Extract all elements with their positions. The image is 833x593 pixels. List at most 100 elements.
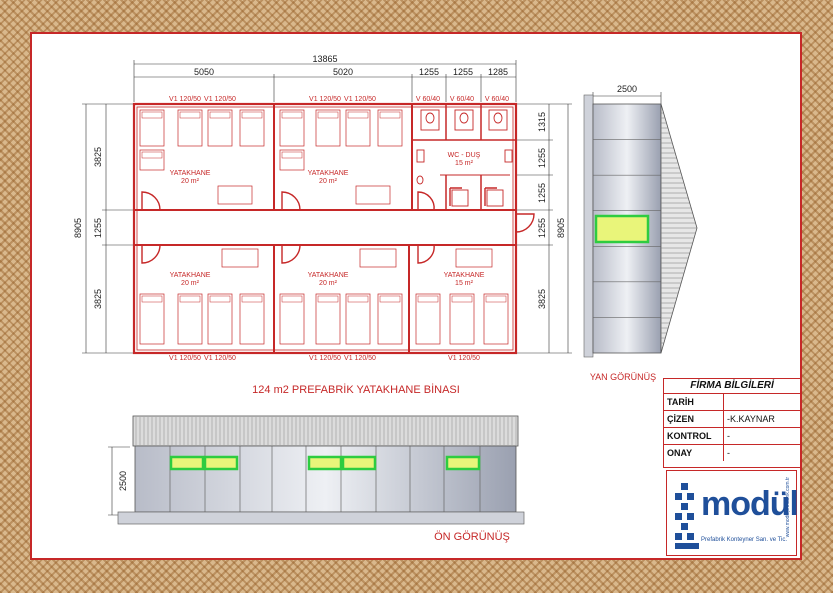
title-key: ONAY: [664, 445, 724, 461]
front-base: [117, 511, 525, 525]
front-view-label: ÖN GÖRÜNÜŞ: [434, 531, 510, 543]
wc-sink-1: [416, 149, 425, 163]
door-3: [417, 191, 435, 211]
title-value: [724, 394, 727, 410]
window-label: V1 120/50: [204, 355, 236, 362]
window-label: V1 120/50: [309, 96, 341, 103]
dim-right-3: 1255: [537, 183, 547, 203]
title-key: ÇİZEN: [664, 411, 724, 427]
room-2-area: 20 m²: [319, 178, 338, 185]
bed: [377, 109, 403, 147]
company-logo: modül Prefabrik Konteyner San. ve Tic. w…: [666, 470, 799, 556]
bed: [415, 293, 441, 345]
room-6-area: 15 m²: [455, 280, 474, 287]
window-label: V1 120/50: [309, 355, 341, 362]
dim-right-2: 1255: [537, 148, 547, 168]
title-key: KONTROL: [664, 428, 724, 444]
door-4: [141, 244, 161, 264]
title-value: -K.KAYNAR: [727, 414, 775, 424]
front-window: [445, 455, 481, 471]
bed: [345, 109, 371, 147]
dim-left-3: 3825: [93, 289, 103, 309]
locker: [455, 248, 493, 268]
front-view-dim: 2500: [118, 471, 128, 491]
window-label: V1 120/50: [169, 96, 201, 103]
title-block-header: FİRMA BİLGİLERİ: [664, 379, 800, 394]
bed: [279, 109, 305, 147]
room-1-area: 20 m²: [181, 178, 200, 185]
window-label: V1 120/50: [344, 355, 376, 362]
room-4-area: 20 m²: [181, 280, 200, 287]
title-row-date: TARİH: [664, 394, 800, 411]
drawing-title: 124 m2 PREFABRİK YATAKHANE BİNASI: [252, 383, 460, 396]
door-2: [281, 191, 301, 211]
plan-walls: [132, 102, 518, 355]
title-row-drawn: ÇİZEN -K.KAYNAR: [664, 411, 800, 428]
title-value: -: [727, 431, 730, 441]
bed: [377, 293, 403, 345]
wc-cubicle-1: [420, 109, 440, 131]
dim-right-1: 1315: [537, 112, 547, 132]
room-1-name: YATAKHANE: [170, 170, 211, 177]
top-dimensions: [133, 60, 517, 102]
title-value: -: [727, 448, 730, 458]
room-3-area: 15 m²: [455, 160, 474, 167]
window-label: V 60/40: [485, 96, 509, 103]
doors-layer: [141, 187, 535, 264]
front-window: [203, 455, 239, 471]
door-entrance: [515, 213, 535, 233]
room-5-area: 20 m²: [319, 280, 338, 287]
dim-top-3: 1255: [419, 67, 439, 77]
bed: [483, 293, 509, 345]
bed: [207, 293, 233, 345]
wc-fixtures: [416, 109, 513, 207]
bed: [139, 149, 165, 171]
bed: [239, 293, 265, 345]
right-dimensions: [516, 103, 572, 354]
front-window: [307, 455, 343, 471]
front-window: [169, 455, 205, 471]
wc-door-a: [449, 187, 462, 206]
wc-door-b: [484, 187, 497, 206]
room-4-name: YATAKHANE: [170, 272, 211, 279]
window-label: V 60/40: [450, 96, 474, 103]
room-3-name: WC - DUŞ: [448, 152, 481, 159]
title-row-control: KONTROL -: [664, 428, 800, 445]
room-6-name: YATAKHANE: [444, 272, 485, 279]
dim-left-total: 8905: [73, 218, 83, 238]
locker: [355, 185, 391, 205]
front-window: [341, 455, 377, 471]
wc-sink-2: [504, 149, 513, 163]
bed: [177, 109, 203, 147]
dim-top-2: 5020: [333, 67, 353, 77]
bed: [315, 293, 341, 345]
bed: [449, 293, 475, 345]
dim-right-4: 1255: [537, 218, 547, 238]
bed: [279, 293, 305, 345]
dim-left-1: 3825: [93, 147, 103, 167]
floor-plan: 13865 5050 5020 1255 1255 1285 3825 1255…: [73, 54, 572, 362]
bed: [139, 293, 165, 345]
wc-cubicle-2: [454, 109, 474, 131]
bed: [239, 109, 265, 147]
title-block: FİRMA BİLGİLERİ TARİH ÇİZEN -K.KAYNAR KO…: [663, 378, 801, 468]
door-6: [417, 244, 435, 264]
door-1: [141, 191, 161, 211]
bed: [279, 149, 305, 171]
wc-cubicle-3: [488, 109, 508, 131]
logo-wordmark: modül: [701, 485, 799, 523]
locker: [359, 248, 397, 268]
bed: [139, 109, 165, 147]
window-label: V1 120/50: [204, 96, 236, 103]
bed: [345, 293, 371, 345]
logo-cubes-icon: [675, 483, 699, 549]
window-label: V 60/40: [416, 96, 440, 103]
window-label: V1 120/50: [344, 96, 376, 103]
front-roof: [132, 415, 519, 447]
dim-top-4: 1255: [453, 67, 473, 77]
dim-left-2: 1255: [93, 218, 103, 238]
logo-url: www.modulprefabrik.com.tr: [785, 477, 791, 538]
side-window: [594, 214, 650, 244]
